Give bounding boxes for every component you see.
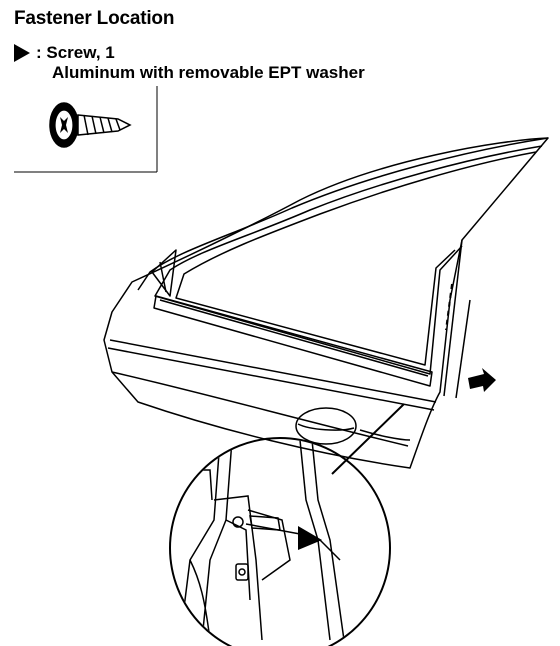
diagram-title: Fastener Location — [14, 8, 175, 29]
door-outline — [103, 137, 549, 469]
guide-line — [445, 283, 453, 331]
legend-item-description: Aluminum with removable EPT washer — [52, 63, 365, 82]
legend-item-label: : Screw, 1 — [36, 43, 115, 62]
legend-frame — [14, 86, 158, 173]
fastener-legend: : Screw, 1 — [14, 43, 115, 63]
screw-icon — [49, 102, 132, 148]
direction-arrow-icon — [468, 368, 496, 392]
screw-location-marker-icon — [298, 526, 322, 550]
door-handle — [295, 407, 411, 445]
leader-line — [331, 403, 405, 475]
triangle-marker-icon — [14, 44, 30, 62]
detail-view — [169, 437, 391, 646]
